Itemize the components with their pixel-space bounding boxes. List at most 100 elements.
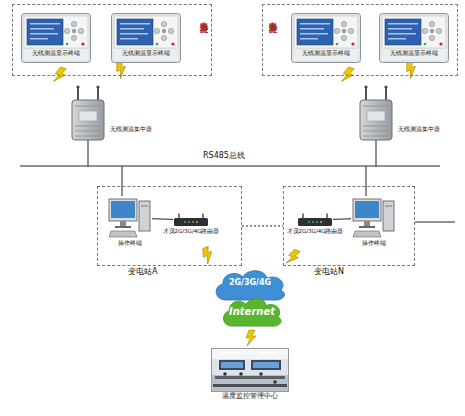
illustration-part bbox=[212, 349, 289, 392]
illustration-part bbox=[120, 221, 126, 226]
operator-terminal: 操作终端 bbox=[107, 197, 152, 239]
illustration-part bbox=[161, 21, 166, 26]
illustration-part bbox=[30, 23, 60, 25]
illustration-part bbox=[298, 218, 332, 226]
illustration-part bbox=[388, 28, 412, 30]
network-wire bbox=[415, 222, 455, 223]
node-label: 电力开关柜 bbox=[267, 15, 276, 20]
connector-line bbox=[152, 218, 173, 220]
illustration-part bbox=[96, 85, 99, 88]
illustration-part bbox=[360, 100, 392, 140]
illustration-part bbox=[120, 33, 148, 35]
rs485-bus bbox=[20, 165, 440, 166]
wireless-concentrator: 无线测温集中器 bbox=[356, 84, 451, 142]
illustration-part bbox=[353, 231, 381, 237]
illustration-part bbox=[120, 38, 138, 40]
operator-terminal: 操作终端 bbox=[351, 197, 396, 239]
illustration-part bbox=[363, 131, 389, 132]
illustration-part bbox=[383, 201, 394, 231]
display-terminal: 无线测温显示终端 bbox=[111, 13, 181, 63]
operator-terminal-art bbox=[351, 197, 396, 239]
illustration-part bbox=[273, 380, 277, 384]
illustration-part bbox=[221, 352, 239, 354]
illustration-part bbox=[112, 14, 181, 63]
wireless-concentrator: 无线测温集中器 bbox=[68, 84, 163, 142]
illustration-part bbox=[251, 360, 281, 370]
illustration-part bbox=[139, 201, 150, 231]
connector-line bbox=[242, 226, 283, 227]
illustration-part bbox=[320, 221, 322, 223]
router-device-art bbox=[297, 213, 333, 227]
illustration-part bbox=[212, 375, 288, 391]
node-label: 无线测温显示终端 bbox=[21, 50, 91, 56]
illustration-part bbox=[71, 35, 76, 40]
illustration-part bbox=[79, 111, 97, 121]
illustration-part bbox=[364, 221, 370, 226]
illustration-part bbox=[429, 21, 434, 26]
illustration-part bbox=[141, 206, 148, 207]
illustration-part bbox=[308, 221, 310, 223]
illustration-part bbox=[72, 100, 104, 140]
node-label: 无线测温显示终端 bbox=[291, 50, 361, 56]
illustration-part bbox=[300, 38, 318, 40]
illustration-part bbox=[363, 136, 389, 137]
illustration-part bbox=[114, 16, 178, 48]
switchgear-group: 电力开关柜无线测温显示终端 无线测温显示终端 bbox=[262, 4, 458, 76]
illustration-part bbox=[342, 29, 346, 33]
connector-line bbox=[333, 218, 351, 220]
wireless-bolt bbox=[404, 61, 419, 79]
illustration-part bbox=[161, 35, 166, 40]
substation-box: 变电站N才茂2G/3G/4G路由器操作终端 bbox=[283, 186, 415, 266]
illustration-part bbox=[385, 19, 421, 45]
illustration-part bbox=[363, 106, 389, 107]
illustration-part bbox=[109, 231, 137, 237]
illustration-part bbox=[30, 28, 54, 30]
illustration-part bbox=[24, 16, 88, 48]
illustration-part bbox=[292, 14, 361, 63]
operator-terminal-art bbox=[107, 197, 152, 239]
bus-wire bbox=[376, 140, 377, 166]
illustration-part bbox=[75, 131, 101, 132]
wireless-concentrator-art bbox=[356, 84, 451, 142]
illustration-part bbox=[341, 35, 346, 40]
node-label: 电力开关柜 bbox=[198, 15, 207, 20]
switchgear-group: 电力开关柜无线测温显示终端无线测温显示终端 bbox=[12, 4, 212, 76]
illustration-part bbox=[422, 28, 427, 33]
bus-wire bbox=[366, 166, 367, 196]
router-device-art bbox=[173, 213, 209, 227]
illustration-part bbox=[219, 360, 245, 370]
illustration-part bbox=[430, 29, 434, 33]
wireless-bolt bbox=[114, 61, 129, 79]
illustration-part bbox=[436, 28, 441, 33]
node-label: 无线测温集中器 bbox=[398, 126, 440, 133]
illustration-part bbox=[115, 226, 131, 228]
illustration-part bbox=[429, 35, 434, 40]
illustration-part bbox=[120, 23, 150, 25]
node-label: 变电站A bbox=[128, 268, 157, 277]
illustration-part bbox=[192, 221, 194, 223]
illustration-part bbox=[424, 43, 427, 46]
node-label: Internet bbox=[220, 306, 284, 317]
illustration-part bbox=[22, 14, 91, 63]
illustration-part bbox=[312, 221, 314, 223]
node-label: 温度监控管理中心 bbox=[222, 393, 278, 400]
bus-wire bbox=[88, 140, 89, 166]
illustration-part bbox=[355, 201, 379, 218]
network-cloud: 2G/3G/4G bbox=[212, 268, 288, 302]
illustration-part bbox=[196, 221, 198, 223]
illustration-part bbox=[81, 42, 84, 45]
illustration-part bbox=[294, 16, 358, 48]
illustration-part bbox=[353, 199, 381, 221]
wireless-bolts bbox=[53, 61, 419, 346]
illustration-part bbox=[30, 38, 48, 40]
illustration-part bbox=[72, 29, 76, 33]
illustration-part bbox=[75, 136, 101, 137]
internet-cloud: Internet bbox=[220, 296, 284, 328]
monitoring-center: 温度监控管理中心 bbox=[211, 348, 289, 392]
illustration-part bbox=[336, 43, 339, 46]
illustration-part bbox=[154, 28, 159, 33]
illustration-part bbox=[71, 21, 76, 26]
illustration-part bbox=[367, 111, 385, 121]
node-label: 无线测温显示终端 bbox=[379, 50, 449, 56]
